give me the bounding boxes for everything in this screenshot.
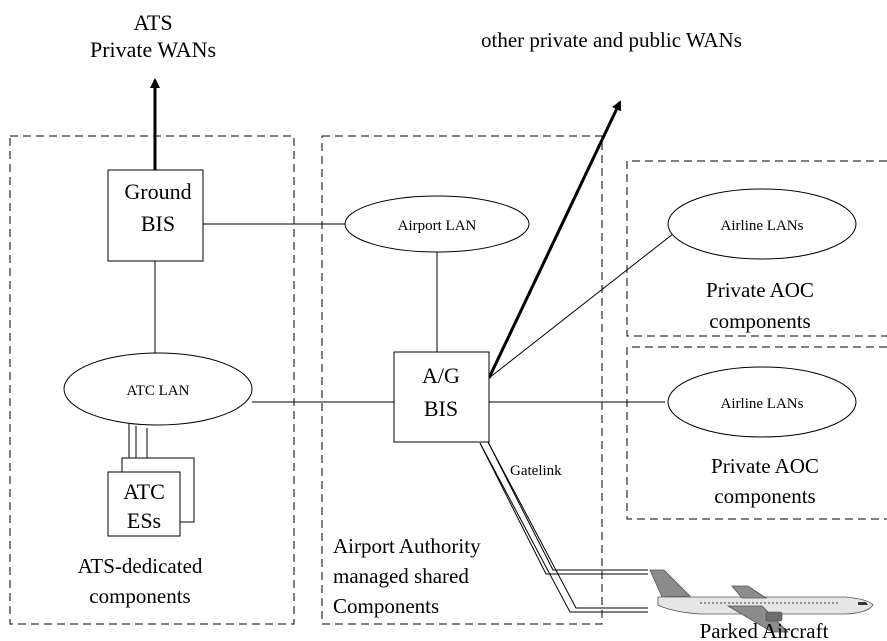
airport-authority-label-line1: Airport Authority <box>333 534 481 558</box>
private-aoc-bottom-region <box>626 346 887 520</box>
parked-aircraft-label: Parked Aircraft <box>700 619 829 641</box>
gatelink-line-b <box>479 442 648 575</box>
private-aoc-top-label-line1: Private AOC <box>706 278 814 302</box>
parked-aircraft-illustration <box>649 569 874 633</box>
other-wans-label: other private and public WANs <box>481 28 742 52</box>
ats-dedicated-region <box>9 135 295 625</box>
ag-bis-label-line2: BIS <box>424 396 458 421</box>
ground-bis-label-line1: Ground <box>124 179 191 204</box>
ats-dedicated-label-line1: ATS-dedicated <box>78 554 203 578</box>
airline-lan-bottom-ellipse <box>667 366 857 438</box>
gatelink-label: Gatelink <box>510 463 562 479</box>
ag-bis-to-airline-lan-top <box>488 229 679 379</box>
ag-bis-box <box>393 351 490 443</box>
aircraft-tail <box>649 569 691 598</box>
private-aoc-top-region <box>626 160 887 337</box>
ats-label-line1: ATS <box>133 10 172 35</box>
ats-dedicated-label-line2: components <box>89 584 190 608</box>
aircraft-wing <box>726 605 789 633</box>
airport-lan-label: Airport LAN <box>398 218 477 234</box>
gatelink-line-a <box>486 439 648 571</box>
gatelink-line-d <box>479 442 648 613</box>
aircraft-engine <box>765 611 783 622</box>
atc-es-front-box <box>107 471 181 537</box>
aircraft-far-wing <box>731 585 768 599</box>
private-aoc-bottom-label-line2: components <box>714 484 815 508</box>
airport-authority-label-line3: Components <box>333 594 439 618</box>
airport-authority-label-line2: managed shared <box>333 564 469 588</box>
atc-lan-label: ATC LAN <box>127 383 190 399</box>
airport-lan-ellipse <box>344 195 530 253</box>
atc-es-label-line1: ATC <box>123 479 165 504</box>
other-wans-arrow <box>487 100 622 379</box>
ats-label-line2: Private WANs <box>90 37 216 62</box>
atc-es-label-line2: ESs <box>127 508 161 533</box>
ground-bis-label-line2: BIS <box>141 211 175 236</box>
airline-lan-top-ellipse <box>667 188 857 260</box>
private-aoc-top-label-line2: components <box>709 309 810 333</box>
ground-bis-box <box>107 169 204 262</box>
aircraft-fuselage <box>657 596 874 615</box>
gatelink-line-c <box>486 439 648 609</box>
airline-lan-top-label: Airline LANs <box>721 218 804 234</box>
atc-lan-ellipse <box>63 352 253 426</box>
ag-bis-label-line1: A/G <box>422 363 460 388</box>
private-aoc-bottom-label-line1: Private AOC <box>711 454 819 478</box>
airport-authority-region <box>321 135 603 625</box>
region-boxes <box>9 135 887 625</box>
aircraft-cockpit-window <box>858 602 868 605</box>
airline-lan-bottom-label: Airline LANs <box>721 396 804 412</box>
